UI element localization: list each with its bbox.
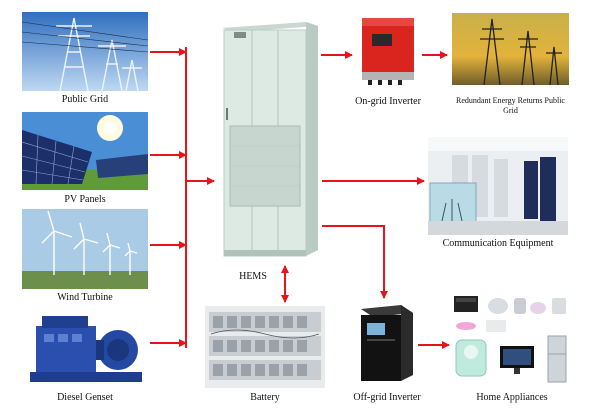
pv-panels-image <box>22 112 148 190</box>
communication-equipment-label: Communication Equipment <box>442 238 554 249</box>
public-grid-label: Public Grid <box>61 94 109 105</box>
diesel-genset-image <box>22 308 148 386</box>
diesel-genset-label: Diesel Genset <box>57 392 113 403</box>
cabinet-icon <box>222 22 318 257</box>
wind-turbine-image <box>22 209 148 289</box>
wind-turbine-label: Wind Turbine <box>57 292 113 303</box>
inverter-icon <box>362 18 414 85</box>
communication-equipment-image <box>428 137 568 235</box>
battery-image <box>205 306 325 388</box>
hems-label: HEMS <box>239 271 267 282</box>
server-rack-icon <box>428 137 568 235</box>
on-grid-inverter-image <box>358 14 418 88</box>
arrow-hems-to-offgrid <box>322 225 388 299</box>
grid-return-label: Redundant Energy Returns Public Grid <box>456 96 565 115</box>
generator-icon <box>22 308 148 386</box>
battery-label: Battery <box>250 392 280 403</box>
pv-panels-label: PV Panels <box>64 194 106 205</box>
hems-cabinet <box>222 18 318 260</box>
power-tower-icon <box>452 13 569 85</box>
battery-icon <box>205 306 325 388</box>
off-grid-inverter-label: Off-grid Inverter <box>353 392 421 403</box>
public-grid-image <box>22 12 148 91</box>
power-tower-icon <box>22 12 148 91</box>
home-appliances-label: Home Appliances <box>476 392 548 403</box>
appliances-icon <box>452 292 572 388</box>
off-grid-inverter-image <box>355 303 415 387</box>
wind-turbine-icon <box>22 209 148 289</box>
on-grid-inverter-label: On-grid Inverter <box>355 96 421 107</box>
solar-panel-icon <box>22 112 148 190</box>
inverter-icon <box>361 305 413 381</box>
grid-return-image <box>452 13 569 85</box>
home-appliances-image <box>452 292 572 388</box>
